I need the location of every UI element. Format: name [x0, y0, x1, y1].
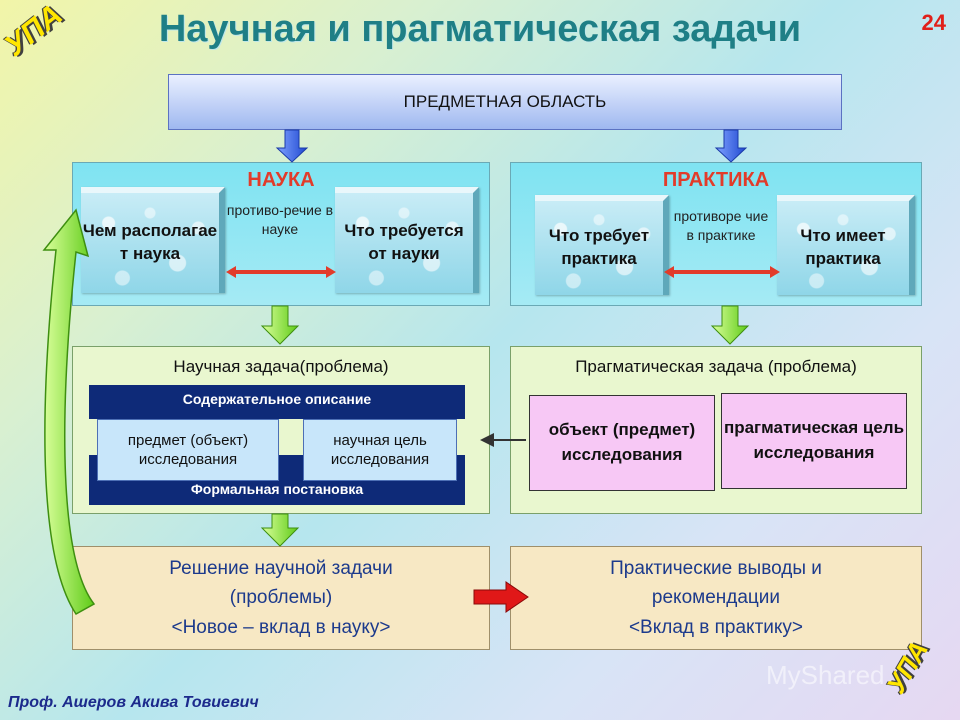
- watermark: MyShared: [766, 660, 885, 690]
- object-link-arrowhead: [480, 433, 494, 447]
- subject-area-box: ПРЕДМЕТНАЯ ОБЛАСТЬ: [168, 74, 842, 130]
- red-right-arrow: [473, 581, 529, 613]
- practice-heading: ПРАКТИКА: [662, 169, 770, 191]
- practical-conclusions-line3: <Вклад в практику>: [628, 616, 804, 638]
- green-down-arrow-science: [260, 305, 300, 345]
- scientific-goal-label: научная цель исследования: [330, 431, 430, 469]
- subject-area-label: ПРЕДМЕТНАЯ ОБЛАСТЬ: [403, 92, 607, 111]
- science-contradiction-label: противо-речие в науке: [226, 202, 334, 237]
- practice-has-label: Что имеет практика: [800, 226, 886, 268]
- blue-down-arrow-left: [275, 129, 309, 163]
- formal-statement-label: Формальная постановка: [190, 481, 364, 497]
- green-curved-feedback-arrow: [42, 208, 96, 615]
- science-needs-cube: Что требуется от науки: [335, 187, 479, 293]
- pragmatic-task-heading: Прагматическая задача (проблема): [575, 357, 857, 376]
- slide-number: 24: [921, 10, 946, 35]
- research-object-label: объект (предмет) исследования: [548, 420, 696, 464]
- scientific-task-box: Научная задача(проблема) Содержательное …: [72, 346, 490, 514]
- science-solution-box: Решение научной задачи (проблемы) <Новое…: [72, 546, 490, 650]
- science-contradiction-arrow: [226, 266, 336, 278]
- practice-contradiction-arrow: [664, 266, 780, 278]
- practice-requires-label: Что требует практика: [548, 226, 650, 268]
- scientific-goal-box: научная цель исследования: [303, 419, 457, 481]
- practical-conclusions-line2: рекомендации: [651, 587, 781, 609]
- pragmatic-goal-label: прагматическая цель исследования: [723, 418, 905, 462]
- practice-has-cube: Что имеет практика: [777, 195, 915, 295]
- science-has-cube: Чем располагае т наука: [81, 187, 225, 293]
- research-object-box: объект (предмет) исследования: [529, 395, 715, 491]
- author-name: Проф. Ашеров Акива Товиевич: [8, 694, 259, 711]
- science-heading: НАУКА: [247, 169, 315, 191]
- science-solution-line1: Решение научной задачи: [169, 557, 393, 579]
- science-has-label: Чем располагае т наука: [82, 221, 218, 263]
- pragmatic-task-box: Прагматическая задача (проблема) объект …: [510, 346, 922, 514]
- green-down-arrow-practice: [710, 305, 750, 345]
- scientific-task-heading: Научная задача(проблема): [173, 357, 389, 376]
- practice-section: ПРАКТИКА Что требует практика противоре …: [510, 162, 922, 306]
- science-section: НАУКА Чем располагае т наука противо-реч…: [72, 162, 490, 306]
- slide-title: Научная и прагматическая задачи: [158, 8, 802, 50]
- pragmatic-goal-box: прагматическая цель исследования: [721, 393, 907, 489]
- practical-conclusions-line1: Практические выводы и: [610, 557, 822, 579]
- blue-down-arrow-right: [714, 129, 748, 163]
- research-subject-box: предмет (объект) исследования: [97, 419, 279, 481]
- practice-contradiction-label: противоре чие в практике: [673, 208, 769, 243]
- practical-conclusions-box: Практические выводы и рекомендации <Вкла…: [510, 546, 922, 650]
- content-description-label: Содержательное описание: [182, 391, 372, 407]
- practice-requires-cube: Что требует практика: [535, 195, 669, 295]
- green-down-arrow-solution: [260, 513, 300, 547]
- science-needs-label: Что требуется от науки: [344, 221, 464, 263]
- research-subject-label: предмет (объект) исследования: [127, 431, 249, 469]
- science-solution-line3: <Новое – вклад в науку>: [171, 616, 391, 638]
- science-solution-line2: (проблемы): [229, 587, 333, 609]
- content-description-band: Содержательное описание: [89, 385, 465, 419]
